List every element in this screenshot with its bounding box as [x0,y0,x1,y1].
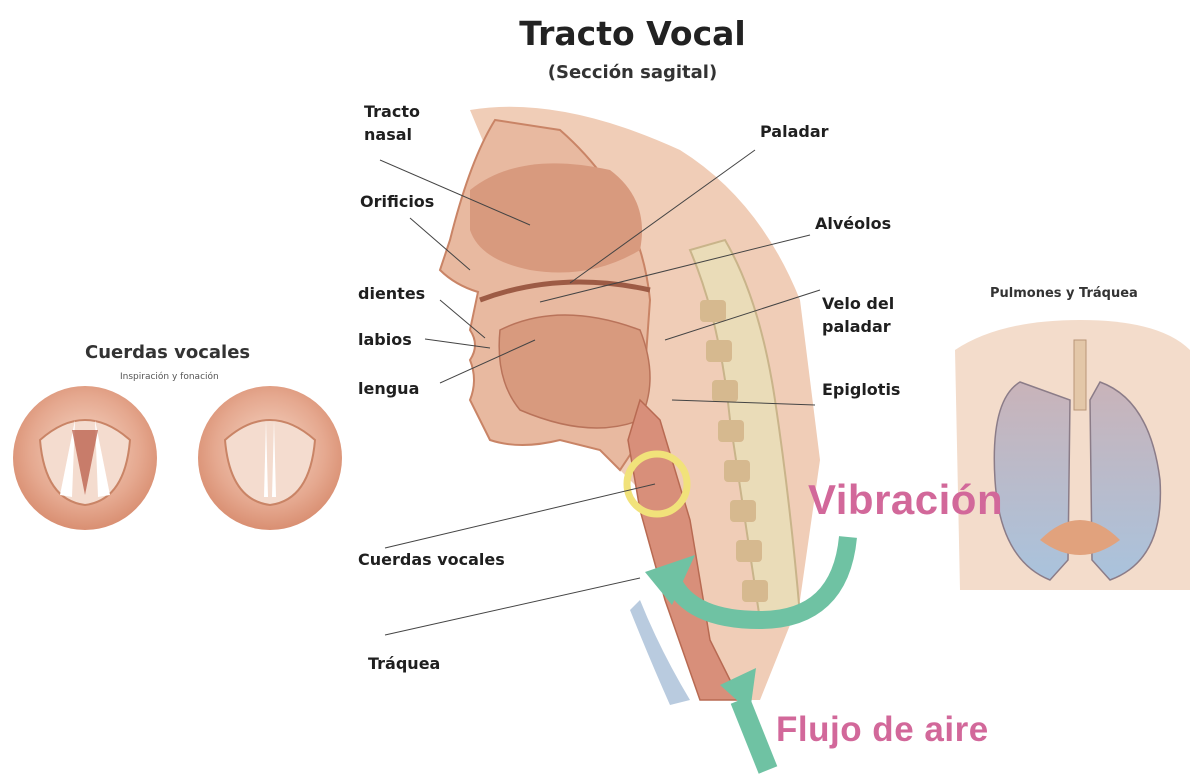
vocal-cords-panel-title: Cuerdas vocales [85,342,250,363]
label-orificios: Orificios [360,190,434,213]
label-lengua: lengua [358,377,419,400]
label-traquea: Tráquea [368,652,440,675]
vocal-cords-panel-subtitle: Inspiración y fonación [120,372,219,382]
label-cuerdas-vocales: Cuerdas vocales [358,548,505,571]
label-paladar: Paladar [760,120,829,143]
label-velo-del-paladar: Velo del paladar [822,292,894,338]
vocal-cords-images [13,386,342,530]
lungs-panel-title: Pulmones y Tráquea [990,286,1138,301]
label-epiglotis: Epiglotis [822,378,900,401]
label-alveolos: Alvéolos [815,212,891,235]
label-labios: labios [358,328,412,351]
lungs-trachea-image [955,320,1190,590]
airflow-annotation: Flujo de aire [776,710,989,750]
vibration-annotation: Vibración [808,476,1003,524]
label-dientes: dientes [358,282,425,305]
label-tracto-nasal: Tracto nasal [364,100,420,146]
